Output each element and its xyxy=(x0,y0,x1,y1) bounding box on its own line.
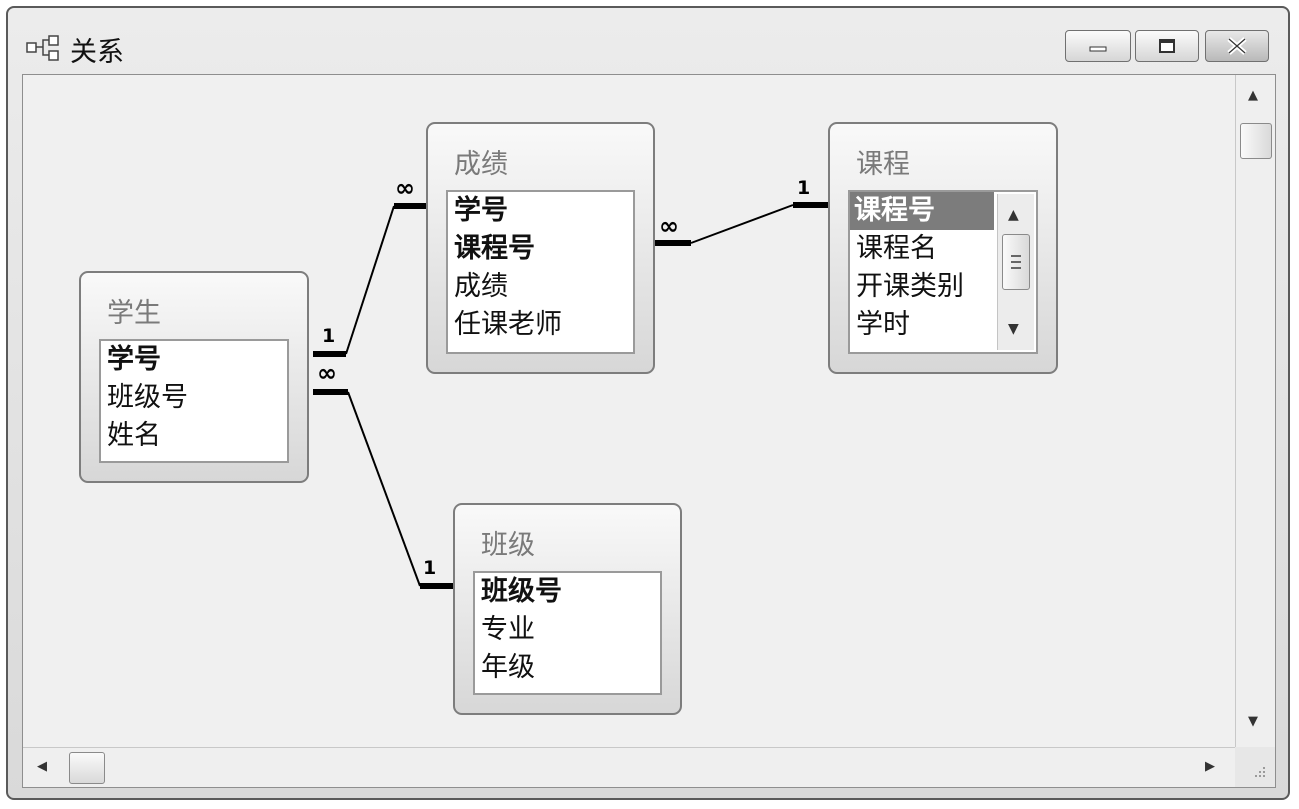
close-button[interactable] xyxy=(1205,30,1269,62)
field-row[interactable]: 成绩 xyxy=(454,271,508,302)
field-list[interactable]: 学号 课程号 成绩 任课老师 xyxy=(446,190,635,354)
card-many-student-class: ∞ xyxy=(317,359,337,387)
table-title: 班级 xyxy=(481,530,535,561)
restore-icon xyxy=(1159,39,1175,53)
scroll-left-arrow-icon[interactable]: ◀ xyxy=(37,759,47,774)
relationship-lines xyxy=(313,202,828,589)
field-row[interactable]: 专业 xyxy=(481,614,535,645)
table-title: 成绩 xyxy=(454,149,508,180)
card-one-student-class: 1 xyxy=(423,557,437,579)
field-row[interactable]: 姓名 xyxy=(107,420,161,451)
table-title: 学生 xyxy=(107,298,161,329)
size-grip-icon xyxy=(1255,767,1265,777)
minimize-button[interactable] xyxy=(1065,30,1131,62)
horizontal-scrollbar[interactable]: ◀ ▶ xyxy=(23,747,1235,787)
close-icon xyxy=(1227,37,1247,55)
minimize-icon xyxy=(1089,46,1107,52)
scroll-down-arrow-icon[interactable]: ▼ xyxy=(1248,714,1258,729)
relationship-student-score[interactable] xyxy=(313,203,426,357)
size-grip[interactable] xyxy=(1235,747,1275,787)
field-row[interactable]: 开课类别 xyxy=(856,271,964,302)
field-row[interactable]: 课程名 xyxy=(856,233,937,264)
field-list[interactable]: 学号 班级号 姓名 xyxy=(99,339,289,463)
field-row[interactable]: 任课老师 xyxy=(454,309,562,340)
table-course[interactable]: 课程 课程号 课程名 开课类别 学时 ▲ ▼ xyxy=(828,122,1058,374)
field-list[interactable]: 班级号 专业 年级 xyxy=(473,571,662,695)
field-row[interactable]: 学号 xyxy=(454,195,508,226)
scroll-down-arrow-icon[interactable]: ▼ xyxy=(1008,321,1019,337)
table-title: 课程 xyxy=(856,149,910,180)
grip-icon xyxy=(1011,255,1021,269)
field-list[interactable]: 课程号 课程名 开课类别 学时 ▲ ▼ xyxy=(848,190,1038,354)
field-row[interactable]: 班级号 xyxy=(481,576,562,607)
card-many-student-score: ∞ xyxy=(395,174,415,202)
title-bar[interactable]: 关系 xyxy=(8,8,1288,74)
field-row[interactable]: 学时 xyxy=(856,309,910,340)
field-row[interactable]: 课程号 xyxy=(454,233,535,264)
relationships-canvas-area: 1 ∞ ∞ 1 ∞ 1 学生 学号 班级号 姓名 成绩 学号 课程号 xyxy=(22,74,1276,788)
restore-button[interactable] xyxy=(1135,30,1199,62)
relationships-window: 关系 xyxy=(6,6,1290,800)
relationship-student-class[interactable] xyxy=(313,389,454,589)
card-many-score-course: ∞ xyxy=(659,212,679,240)
vertical-scrollbar-thumb[interactable] xyxy=(1240,123,1272,159)
card-one-student-score: 1 xyxy=(322,325,336,347)
field-row[interactable]: 学号 xyxy=(107,344,161,375)
vertical-scrollbar[interactable]: ▲ ▼ xyxy=(1235,75,1275,749)
horizontal-scrollbar-thumb[interactable] xyxy=(69,752,105,784)
card-one-score-course: 1 xyxy=(797,177,811,199)
relationships-icon xyxy=(26,35,59,61)
table-student[interactable]: 学生 学号 班级号 姓名 xyxy=(79,271,309,483)
scroll-right-arrow-icon[interactable]: ▶ xyxy=(1205,759,1215,774)
scroll-up-arrow-icon[interactable]: ▲ xyxy=(1008,207,1019,223)
field-row[interactable]: 班级号 xyxy=(107,382,188,413)
window-title: 关系 xyxy=(70,37,124,68)
field-row-selected[interactable]: 课程号 xyxy=(850,192,994,230)
scrollbar-thumb[interactable] xyxy=(1002,234,1030,290)
relationship-score-course[interactable] xyxy=(655,202,828,246)
table-score[interactable]: 成绩 学号 课程号 成绩 任课老师 xyxy=(426,122,655,374)
field-row[interactable]: 年级 xyxy=(481,652,535,683)
relationships-canvas[interactable]: 1 ∞ ∞ 1 ∞ 1 学生 学号 班级号 姓名 成绩 学号 课程号 xyxy=(23,75,1235,749)
scroll-up-arrow-icon[interactable]: ▲ xyxy=(1248,88,1258,103)
table-class[interactable]: 班级 班级号 专业 年级 xyxy=(453,503,682,715)
field-list-scrollbar[interactable]: ▲ ▼ xyxy=(997,194,1034,350)
